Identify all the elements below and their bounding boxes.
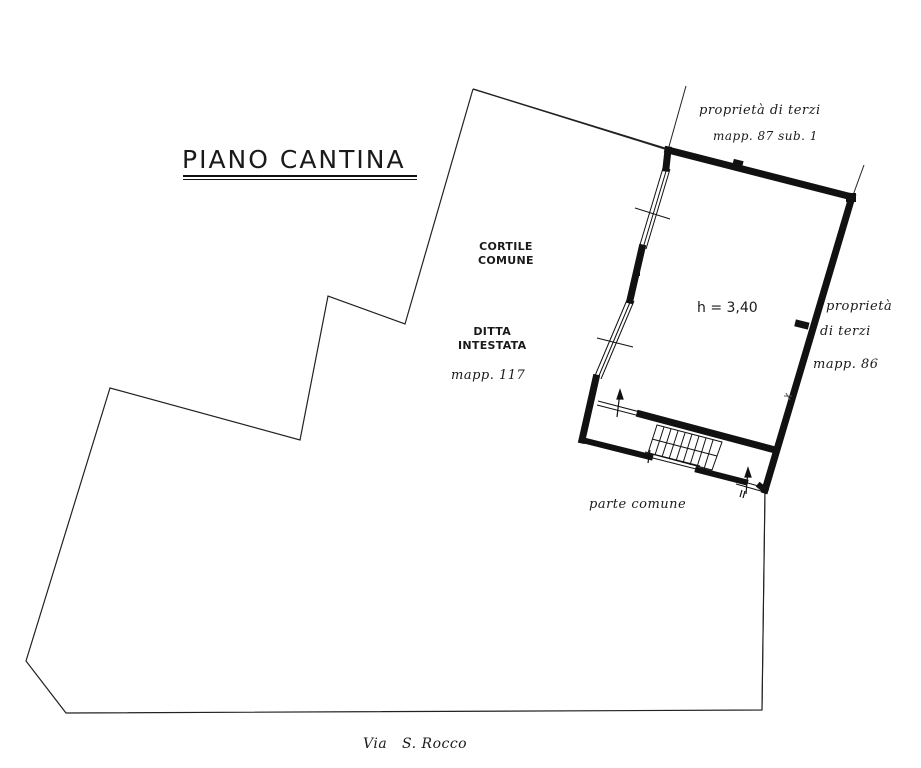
- owner-label-line2: INTESTATA: [458, 339, 527, 352]
- title-underline-bottom: [183, 179, 417, 180]
- owner-parcel: mapp. 117: [451, 368, 526, 383]
- wall-corner-east: [846, 193, 856, 202]
- common-area-label: parte comune: [589, 497, 687, 512]
- property-line-east: [851, 164, 865, 199]
- entry-arrows: [616, 388, 752, 499]
- neighbor-east-line1: proprietà: [826, 299, 893, 314]
- neighbor-east-line2: di terzi: [820, 324, 871, 339]
- wall-stub-north: [732, 158, 744, 168]
- neighbor-north-line2: mapp. 87 sub. 1: [713, 129, 818, 143]
- room-height: h = 3,40: [697, 300, 758, 316]
- courtyard-label-line2: COMUNE: [478, 254, 534, 267]
- lot-boundary-outline: [25, 88, 766, 714]
- owner-label-line1: DITTA: [473, 325, 512, 338]
- wall-stub-east: [794, 319, 810, 330]
- street-label: Via S. Rocco: [363, 736, 468, 752]
- west-wall-openings: [593, 167, 671, 380]
- property-line-south: [761, 489, 766, 711]
- property-line-north: [667, 85, 687, 151]
- neighbor-east-line3: mapp. 86: [813, 357, 879, 372]
- title-underline-top: [183, 175, 417, 177]
- drawing-title: PIANO CANTINA: [182, 145, 406, 174]
- courtyard-label: CORTILE COMUNE: [478, 241, 534, 266]
- staircase: [647, 424, 723, 471]
- owner-label: DITTA INTESTATA: [458, 326, 526, 351]
- neighbor-north-line1: proprietà di terzi: [699, 103, 821, 118]
- wall-stub-west: [634, 270, 640, 276]
- scan-marks: [784, 392, 792, 401]
- courtyard-label-line1: CORTILE: [479, 240, 533, 253]
